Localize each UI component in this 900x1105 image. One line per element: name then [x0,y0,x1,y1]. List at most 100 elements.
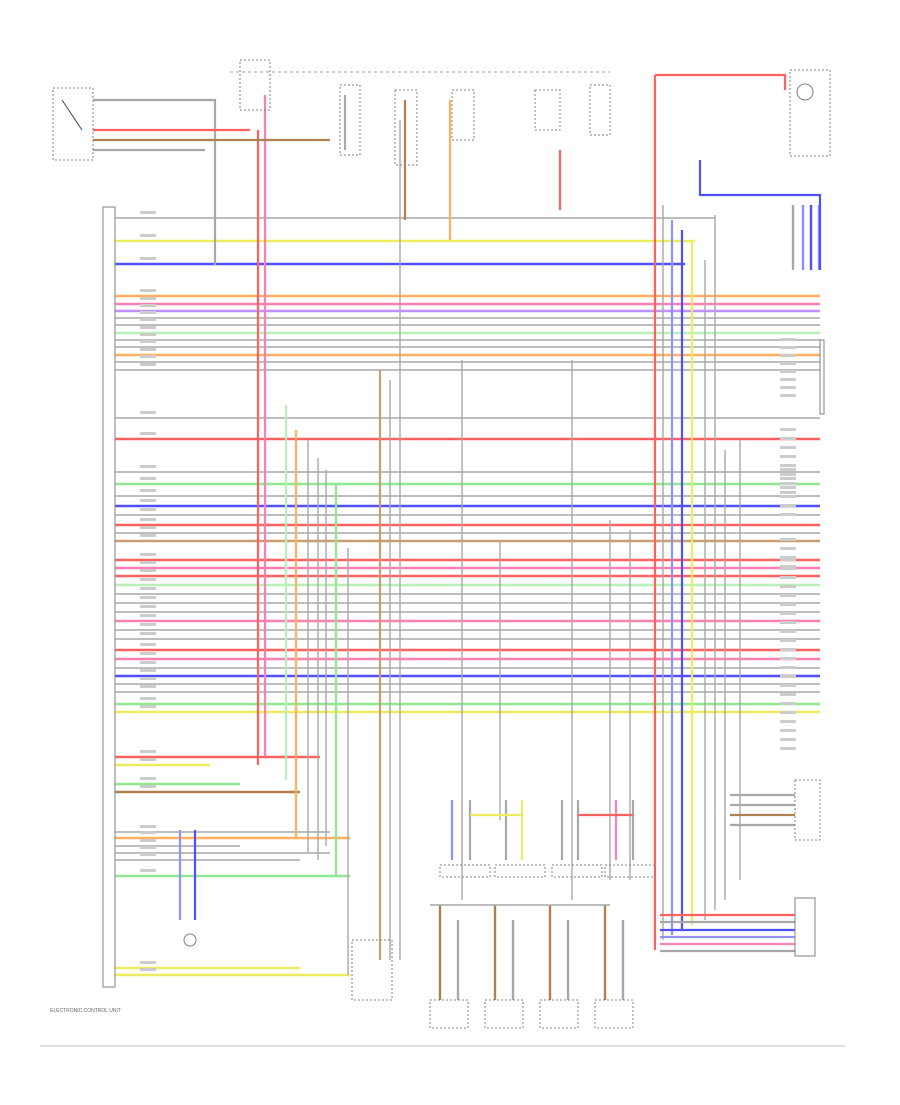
injector-pair-connector-3 [551,864,603,878]
ecu-pin-label-26 [140,561,156,564]
ecu-pin-label-29 [140,587,156,590]
right-connector-0-label-3 [780,446,796,449]
ecu-pin-label-35 [140,643,156,646]
right-connector-0-label-6 [780,473,796,476]
component-labels: ELECTRONIC CONTROL UNIT [50,211,796,1014]
right-connector-3-label-7 [780,612,796,615]
ecu-pin-label-17 [140,465,156,468]
ecu-pin-label-23 [140,526,156,529]
ecu-pin-label-18 [140,477,156,480]
ecu-pin-label-54 [140,968,156,971]
injector-pair-connector-2 [494,864,546,878]
ecu-pin-label-44 [140,758,156,761]
ecu-pin-label-46 [140,785,156,788]
right-connector-3-label-4 [780,585,796,588]
right-connector-0-label-4 [780,455,796,458]
top-relay-component-6 [589,84,611,136]
ecu-pin-label-2 [140,234,156,237]
ecu-pin-label-15 [140,411,156,414]
right-connector-1-label-1 [780,468,796,471]
right-connector-2-label-3 [780,556,796,559]
right-connector-3-label-6 [780,603,796,606]
ecu-pin-label-28 [140,578,156,581]
right-connector-0-label-1 [780,428,796,431]
ecu-pin-label-11 [140,340,156,343]
ecu-pin-label-51 [140,853,156,856]
ecu-pin-label-37 [140,661,156,664]
ecu-pin-label-22 [140,518,156,521]
ecu-pin-label-33 [140,623,156,626]
ecu-pin-label-40 [140,685,156,688]
ecu-pin-label-39 [140,677,156,680]
ecu-pin-label-25 [140,553,156,556]
ecu-pin-label-32 [140,614,156,617]
injector-pair-connector-1 [439,864,491,878]
cluster-loop-wire [698,160,822,270]
right-connector-3-label-15 [780,684,796,687]
top-relay-component-2 [339,84,361,156]
cluster-feed-wire [655,73,787,90]
speed-sensor-pin-label-8 [780,394,796,397]
right-connector-1-label-4 [780,495,796,498]
ecu-pin-label-12 [140,348,156,351]
ecu-pin-label-41 [140,697,156,700]
right-connector-0-label-8 [780,491,796,494]
right-connector-1-label-3 [780,486,796,489]
ecu-label: ELECTRONIC CONTROL UNIT [50,1008,121,1014]
ecu-pin-label-47 [140,825,156,828]
ecu-pin-label-52 [140,869,156,872]
ecu-pin-label-53 [140,961,156,964]
right-connector-3-label-2 [780,567,796,570]
ecu-pin-label-14 [140,363,156,366]
injector-2 [484,999,524,1029]
top-relay-component-3 [394,89,418,166]
ecu-pin-label-50 [140,846,156,849]
ecu-pin-label-7 [140,311,156,314]
right-connector-3-label-10 [780,639,796,642]
ecu-pin-label-9 [140,326,156,329]
ecu-pin-label-24 [140,534,156,537]
ecu-pin-label-6 [140,304,156,307]
ecu-pin-label-27 [140,569,156,572]
right-connector-2-label-1 [780,538,796,541]
right-connector-3-label-3 [780,576,796,579]
oxygen-sensor [351,939,393,1001]
right-connector-1-label-6 [780,513,796,516]
ecu-pin-label-10 [140,333,156,336]
ecu-pin-label-20 [140,499,156,502]
injector-3 [539,999,579,1029]
ecu-pin-label-36 [140,652,156,655]
speed-sensor-connector [819,339,825,415]
clutch-pedal-switch [52,87,94,161]
ecu-pin-label-30 [140,596,156,599]
ecu-pin-label-21 [140,508,156,511]
speed-sensor-pin-label-1 [780,338,796,341]
right-connector-3-label-17 [780,702,796,705]
wire-harness [93,73,822,1000]
knock-sensor [183,933,197,947]
ecu-pin-label-38 [140,669,156,672]
top-relay-component-5 [534,89,561,131]
instrument-cluster [789,69,831,157]
right-connector-3-label-16 [780,693,796,696]
ecu-pin-label-34 [140,632,156,635]
right-connector-3-label-11 [780,648,796,651]
right-connector-2-label-2 [780,547,796,550]
injector-pair-connector-4 [604,864,656,878]
ecu-pin-label-13 [140,355,156,358]
speed-sensor-pin-label-6 [780,378,796,381]
clutch-switch-contact [61,99,83,131]
ecu-pin-label-4 [140,289,156,292]
right-connector-3-label-18 [780,711,796,714]
right-connector-0-label-5 [780,464,796,467]
ecu-pin-label-19 [140,489,156,492]
distributor-connector [794,897,816,957]
ecu-pin-label-43 [140,750,156,753]
right-connector-2-label-4 [780,565,796,568]
speed-sensor-pin-label-2 [780,346,796,349]
right-connector-1-label-5 [780,504,796,507]
ecu-connector-block [102,206,116,988]
right-connector-3-label-9 [780,630,796,633]
ecu-pin-label-5 [140,297,156,300]
